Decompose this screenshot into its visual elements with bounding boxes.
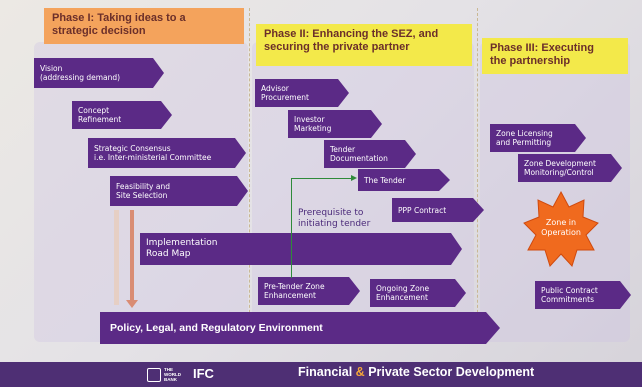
phase-divider-2 [477,8,478,338]
footer-title-part1: Financial [298,365,353,379]
world-bank-logo-text: THE WORLD BANK [164,367,181,382]
footer-title: Financial & Private Sector Development [298,365,534,379]
phase-2-header: Phase II: Enhancing the SEZ, and securin… [256,24,472,66]
step-advisor-procurement: Advisor Procurement [255,79,349,107]
footer-title-part2: Private Sector Development [368,365,535,379]
feasibility-feedback-arrow [130,210,134,305]
prerequisite-note: Prerequisite to initiating tender [298,208,371,229]
step-zone-development-monitoring: Zone Development Monitoring/Control [518,154,622,182]
star-shape [523,190,599,267]
footer-ampersand: & [355,365,365,379]
feasibility-feedback-bar [114,210,119,305]
policy-legal-regulatory-bar: Policy, Legal, and Regulatory Environmen… [100,312,500,344]
step-the-tender: The Tender [358,169,450,191]
step-ongoing-enhancement: Ongoing Zone Enhancement [370,279,466,307]
step-tender-documentation: Tender Documentation [324,140,416,168]
zone-in-operation-label: Zone in Operation [541,218,581,237]
step-public-contract-commitments: Public Contract Commitments [535,281,631,309]
step-strategic-consensus: Strategic Consensus i.e. Inter-ministeri… [88,138,246,168]
step-implementation-roadmap: Implementation Road Map [140,233,462,265]
step-concept-refinement: Concept Refinement [72,101,172,129]
step-pre-tender-enhancement: Pre-Tender Zone Enhancement [258,277,360,305]
step-feasibility: Feasibility and Site Selection [110,176,248,206]
footer-bar: THE WORLD BANK IFC Financial & Private S… [0,362,642,387]
prerequisite-connector-vertical [291,178,292,278]
prerequisite-connector-horizontal [291,178,353,179]
phase-divider-1 [249,8,250,338]
phase-3-header: Phase III: Executing the partnership [482,38,628,74]
prerequisite-connector-arrowhead [351,175,357,181]
step-investor-marketing: Investor Marketing [288,110,382,138]
zone-in-operation-star [523,190,599,267]
world-bank-logo: THE WORLD BANK [147,367,181,382]
step-ppp-contract: PPP Contract [392,198,484,222]
feasibility-feedback-arrowhead [126,300,138,308]
step-vision: Vision (addressing demand) [34,58,164,88]
phase-1-header: Phase I: Taking ideas to a strategic dec… [44,8,244,44]
ifc-logo: IFC [193,366,214,381]
step-zone-licensing: Zone Licensing and Permitting [490,124,586,152]
world-bank-logo-mark [147,367,161,382]
